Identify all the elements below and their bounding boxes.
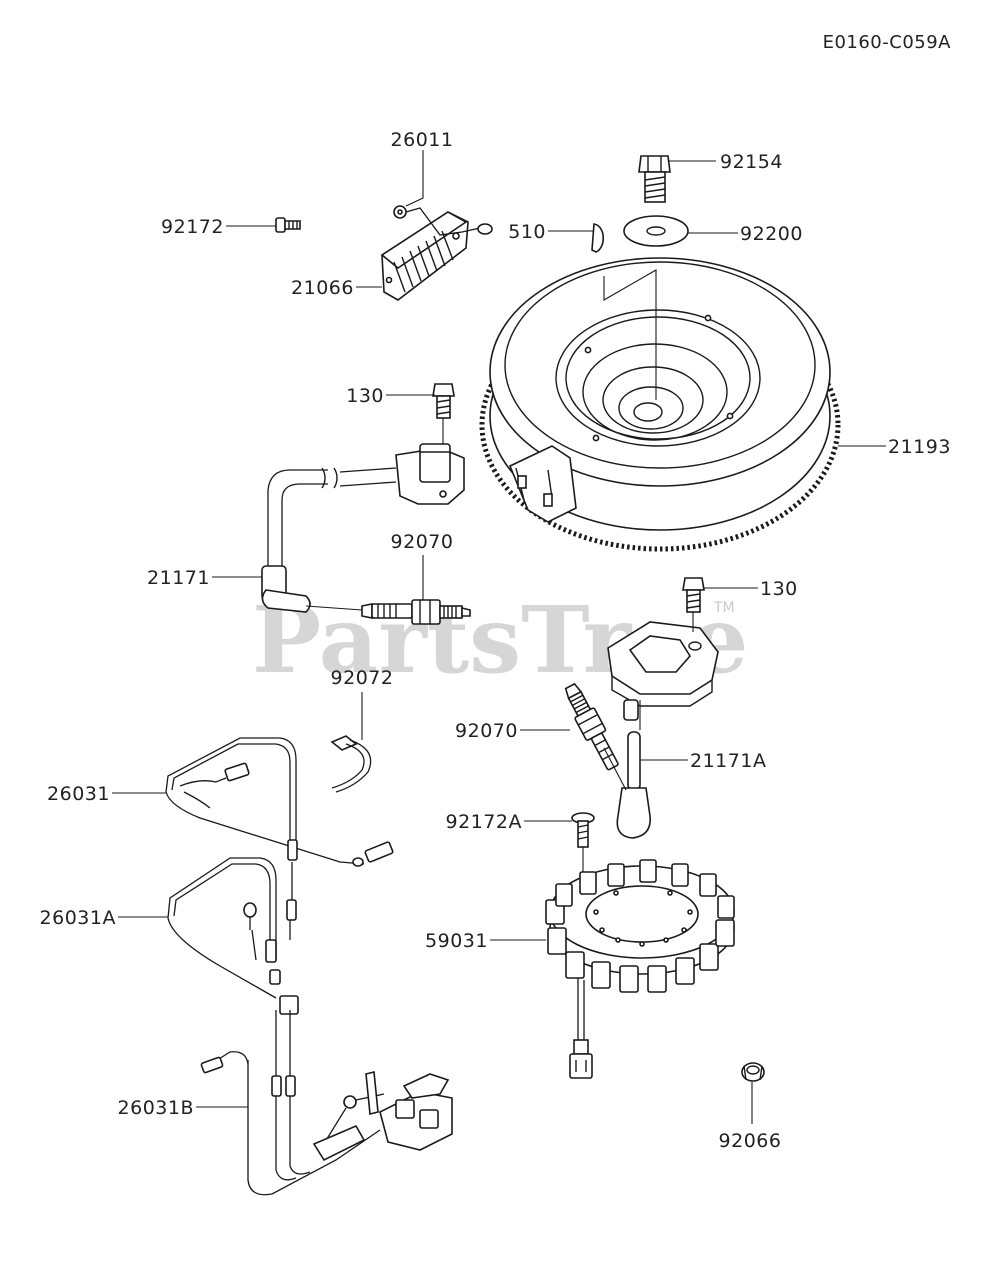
flywheel-bolt-92154 <box>638 155 671 203</box>
callout-92070-lower: 92070 <box>455 720 518 742</box>
callout-130-lower: 130 <box>760 578 798 600</box>
washer-92200 <box>623 215 689 247</box>
callout-21066: 21066 <box>291 277 354 299</box>
coil-bolt-130a <box>432 383 455 419</box>
ignition-coil-21171A <box>607 621 719 839</box>
harness-26031A <box>167 839 299 1015</box>
ignition-coil-21171 <box>267 443 465 570</box>
stator-59031 <box>545 859 735 1079</box>
callout-92072: 92072 <box>331 667 394 689</box>
spark-plug-92070b <box>564 682 619 771</box>
regulator-21066 <box>380 211 469 301</box>
flywheel-key-510 <box>591 223 605 253</box>
callout-92200: 92200 <box>740 223 803 245</box>
spark-plug-92070a <box>361 599 471 625</box>
callout-59031: 59031 <box>425 930 488 952</box>
callout-21171: 21171 <box>147 567 210 589</box>
harness-26031 <box>165 737 394 867</box>
callout-26031A: 26031A <box>40 907 116 929</box>
callout-26031: 26031 <box>47 783 110 805</box>
bolt-92172A <box>571 812 595 848</box>
clamp-92072 <box>330 735 372 793</box>
harness-26031B <box>200 1010 453 1196</box>
callout-labels: 26011 92172 21066 92154 92200 510 130 21… <box>40 129 951 1152</box>
callout-21193: 21193 <box>888 436 951 458</box>
callout-92154: 92154 <box>720 151 783 173</box>
leader-lines <box>112 150 886 1124</box>
callout-92172: 92172 <box>161 216 224 238</box>
ground-wire-26011 <box>393 205 493 236</box>
flywheel-21193 <box>479 257 841 552</box>
callout-26031B: 26031B <box>118 1097 194 1119</box>
callout-26011: 26011 <box>391 129 454 151</box>
coil-bolt-130b <box>682 577 705 613</box>
nut-92066 <box>741 1062 765 1082</box>
diagram-code: E0160-C059A <box>823 32 952 53</box>
trademark-mark: TM <box>713 600 735 616</box>
callout-510: 510 <box>508 221 546 243</box>
callout-92172A: 92172A <box>446 811 522 833</box>
callout-92066: 92066 <box>719 1130 782 1152</box>
plug-cap-21171 <box>261 565 311 613</box>
bolt-92172 <box>275 217 301 233</box>
callout-21171A: 21171A <box>690 750 766 772</box>
callout-92070-upper: 92070 <box>391 531 454 553</box>
callout-130-upper: 130 <box>346 385 384 407</box>
